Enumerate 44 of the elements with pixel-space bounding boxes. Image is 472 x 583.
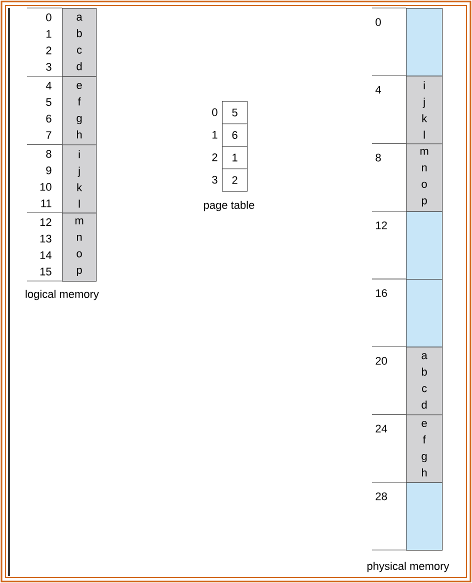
address-label: 12	[376, 221, 387, 230]
address-label: 16	[376, 289, 387, 297]
address-label: 7	[46, 131, 52, 139]
table-cell: 5	[222, 101, 248, 124]
table-cell: 1	[222, 146, 248, 170]
address-label: 8	[46, 150, 52, 158]
address-label: 15	[40, 268, 52, 276]
memory-frame	[406, 279, 443, 348]
address-label: 0	[46, 14, 52, 22]
memory-frame	[406, 211, 443, 280]
address-label: 1	[46, 30, 52, 38]
table-cell: 6	[222, 124, 248, 147]
address-label: 4	[375, 86, 381, 94]
memory-frame: e f g h	[406, 414, 443, 483]
caption: physical memory	[367, 562, 450, 572]
address-label: 6	[46, 114, 52, 123]
page-index: 0	[212, 108, 218, 116]
caption: page table	[204, 200, 254, 212]
address-label: 14	[40, 251, 52, 259]
address-label: 3	[46, 63, 52, 71]
memory-frame: m n o p	[406, 144, 443, 212]
address-label: 28	[376, 492, 387, 500]
memory-frame: a b c d	[406, 346, 443, 416]
address-label: 9	[46, 166, 52, 174]
address-label: 8	[376, 154, 381, 162]
address-label: 4	[46, 82, 52, 90]
page-index: 2	[212, 153, 218, 162]
address-label: 20	[376, 356, 387, 365]
address-label: 11	[41, 200, 52, 208]
table-cell: 2	[222, 168, 248, 192]
address-label: 2	[46, 46, 52, 54]
page-index: 1	[212, 130, 218, 139]
address-label: 12	[40, 218, 52, 226]
memory-frame	[406, 482, 443, 551]
address-label: 10	[40, 183, 52, 191]
memory-page: e f g h	[62, 76, 97, 146]
address-label: 13	[40, 234, 52, 243]
memory-frame	[406, 8, 443, 76]
page-index: 3	[212, 176, 218, 184]
address-label: 0	[376, 18, 381, 26]
memory-page: a b c d	[62, 8, 97, 77]
address-label: 5	[46, 98, 52, 106]
address-label: 24	[376, 424, 388, 432]
memory-page: m n o p	[62, 212, 97, 282]
